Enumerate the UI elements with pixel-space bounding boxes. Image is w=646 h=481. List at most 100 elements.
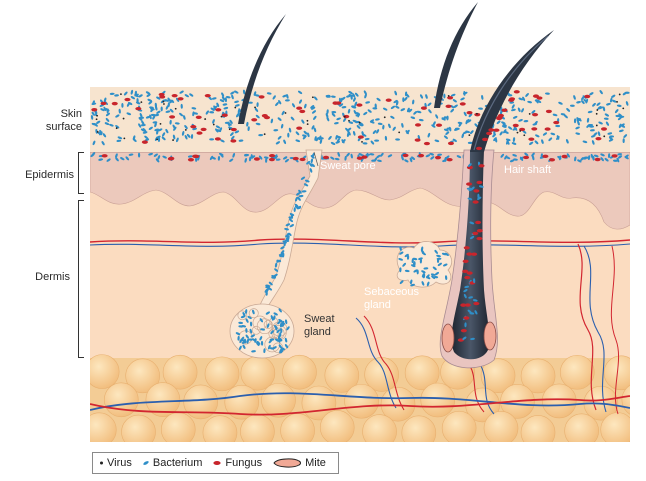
fat-cell — [240, 415, 274, 449]
fungus — [424, 142, 430, 145]
fat-cell — [320, 410, 354, 444]
fat-cell — [601, 413, 635, 447]
fungus — [528, 137, 534, 140]
virus — [213, 124, 215, 126]
virus — [229, 128, 231, 130]
mite-icon — [272, 457, 302, 469]
fungus — [447, 96, 453, 99]
fungus — [446, 105, 452, 108]
fat-cell — [85, 355, 119, 389]
legend-label-fungus: Fungus — [225, 457, 262, 469]
virus — [307, 120, 309, 122]
fungus — [403, 154, 409, 157]
virus — [384, 116, 386, 118]
fungus — [293, 157, 299, 160]
fungus — [415, 123, 421, 126]
fat-cell — [560, 355, 594, 389]
fungus — [447, 158, 453, 161]
fat-cell — [565, 414, 599, 448]
virus — [523, 134, 525, 136]
fat-cell — [345, 384, 379, 418]
fungus — [178, 97, 184, 100]
fungus — [300, 158, 306, 161]
fungus — [493, 129, 499, 132]
fungus — [230, 139, 236, 142]
fungus — [482, 138, 488, 141]
fungus — [466, 182, 472, 185]
sebaceous-gland-label: Sebaceous gland — [364, 286, 419, 312]
mite — [442, 324, 454, 352]
fungus — [262, 114, 268, 117]
fungus — [296, 107, 302, 110]
fat-cell — [484, 411, 518, 445]
fungus — [479, 164, 485, 167]
fungus — [546, 110, 552, 113]
legend-item-virus: Virus — [99, 457, 132, 469]
fungus — [418, 154, 424, 157]
virus — [596, 125, 598, 127]
fungus — [595, 137, 601, 140]
fungus — [215, 108, 221, 111]
fungus — [251, 118, 257, 121]
fungus — [545, 127, 551, 130]
fungus — [142, 140, 148, 143]
fungus — [358, 135, 364, 138]
virus — [160, 123, 162, 125]
bacterium-icon — [142, 458, 150, 468]
sweat-gland-label: Sweat gland — [304, 313, 335, 339]
fungus — [463, 260, 469, 263]
fungus — [172, 94, 178, 97]
fungus — [476, 237, 482, 240]
virus — [162, 101, 164, 103]
fungus — [477, 229, 483, 232]
epidermis-bracket — [78, 152, 84, 194]
fungus — [595, 158, 601, 161]
fungus — [356, 103, 362, 106]
fat-cell — [363, 415, 397, 449]
fungus-icon — [212, 458, 222, 468]
hair-shaft-label: Hair shaft — [504, 164, 551, 177]
virus — [234, 107, 236, 109]
fungus — [532, 113, 538, 116]
fungus — [386, 98, 392, 101]
fungus — [513, 124, 519, 127]
fungus — [476, 147, 482, 150]
fungus — [584, 95, 590, 98]
virus — [96, 115, 98, 117]
fungus — [159, 95, 165, 98]
fungus — [169, 115, 175, 118]
fungus — [448, 142, 454, 145]
fungus — [415, 138, 421, 141]
fungus — [486, 132, 492, 135]
virus — [221, 116, 223, 118]
fat-cell — [402, 416, 436, 450]
virus — [172, 139, 174, 141]
fungus — [112, 102, 118, 105]
fat-cell — [161, 413, 195, 447]
fungus — [553, 121, 559, 124]
legend-label-virus: Virus — [107, 457, 132, 469]
fungus — [462, 270, 468, 273]
fungus — [473, 189, 479, 192]
fungus — [514, 90, 520, 93]
fungus — [101, 102, 107, 105]
virus — [163, 103, 165, 105]
legend-item-fungus: Fungus — [212, 457, 262, 469]
fungus — [201, 128, 207, 131]
fungus — [196, 116, 202, 119]
mite — [484, 322, 496, 350]
virus — [97, 131, 99, 133]
fungus — [231, 128, 237, 131]
virus — [344, 116, 346, 118]
virus — [285, 112, 287, 114]
fungus — [488, 128, 494, 131]
fat-cell — [104, 383, 138, 417]
fungus — [473, 302, 479, 305]
virus — [596, 109, 598, 111]
fungus — [135, 107, 141, 110]
fungus — [421, 106, 427, 109]
fat-cell — [604, 356, 638, 390]
virus — [529, 113, 531, 115]
fungus — [508, 98, 514, 101]
fat-cell — [282, 355, 316, 389]
